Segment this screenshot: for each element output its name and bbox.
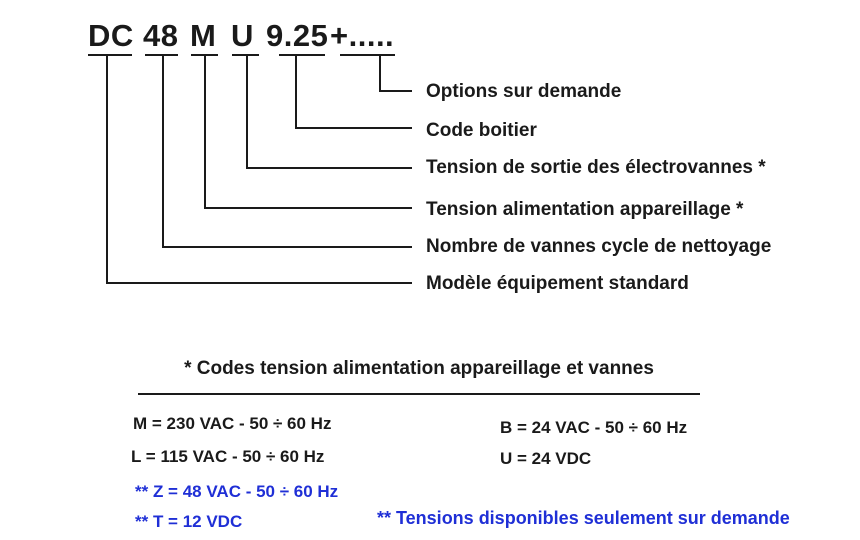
legend-model: Modèle équipement standard bbox=[426, 273, 689, 294]
voltage-codes-title: * Codes tension alimentation appareillag… bbox=[184, 358, 654, 379]
voltage-code-u: U = 24 VDC bbox=[500, 449, 592, 468]
code-model: DC bbox=[88, 18, 134, 53]
legend-output: Tension de sortie des électrovannes * bbox=[426, 157, 766, 178]
code-box: 9.25 bbox=[266, 18, 329, 53]
code-valves: 48 bbox=[143, 18, 179, 53]
voltage-code-t: ** T = 12 VDC bbox=[135, 512, 243, 531]
legend-box: Code boitier bbox=[426, 120, 537, 141]
leader-options bbox=[379, 55, 412, 92]
code-output: U bbox=[231, 18, 254, 53]
on-demand-footnote: ** Tensions disponibles seulement sur de… bbox=[377, 508, 790, 528]
code-supply: M bbox=[190, 18, 217, 53]
legend-options: Options sur demande bbox=[426, 81, 622, 102]
voltage-code-z: ** Z = 48 VAC - 50 ÷ 60 Hz bbox=[135, 482, 339, 501]
leader-output bbox=[246, 55, 412, 169]
legend-supply: Tension alimentation appareillage * bbox=[426, 199, 744, 220]
voltage-codes-divider bbox=[138, 393, 700, 395]
leader-model bbox=[106, 55, 412, 284]
code-options: +..... bbox=[330, 18, 395, 53]
voltage-code-b: B = 24 VAC - 50 ÷ 60 Hz bbox=[500, 418, 688, 437]
leader-box bbox=[295, 55, 412, 129]
voltage-code-m: M = 230 VAC - 50 ÷ 60 Hz bbox=[133, 414, 332, 433]
leader-supply bbox=[204, 55, 412, 209]
legend-valves: Nombre de vannes cycle de nettoyage bbox=[426, 236, 772, 257]
leader-valves bbox=[162, 55, 412, 248]
voltage-code-l: L = 115 VAC - 50 ÷ 60 Hz bbox=[131, 447, 325, 466]
